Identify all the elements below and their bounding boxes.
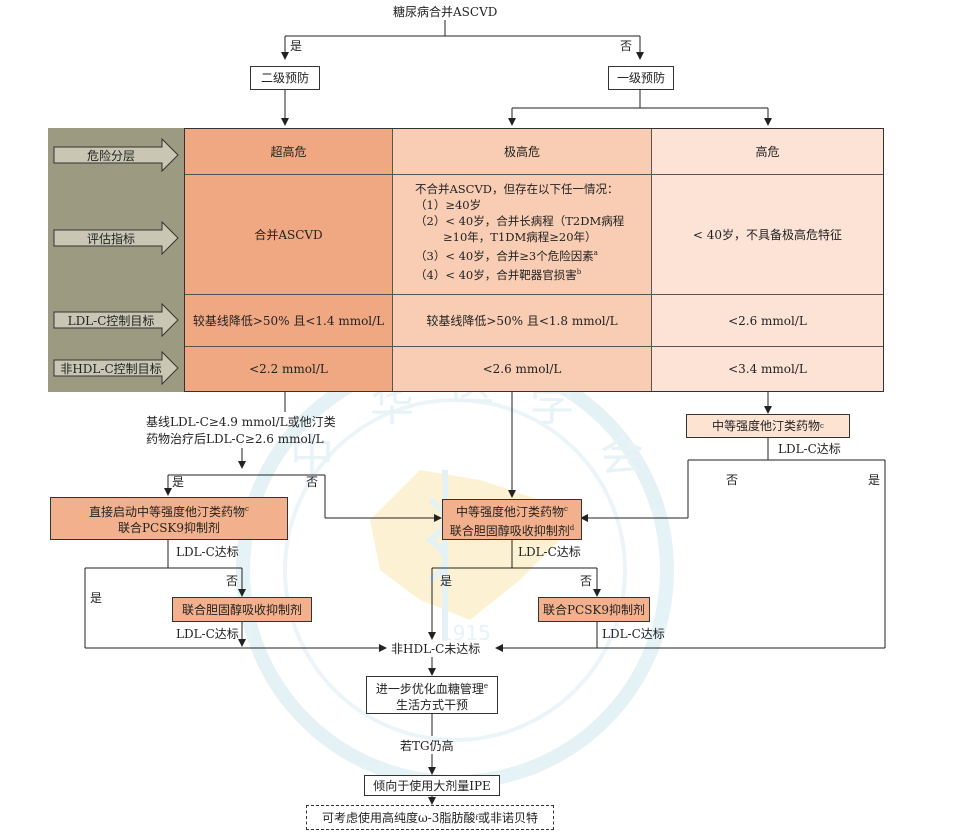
row-label-risk-level: 危险分层 [52,137,180,173]
label-no: 否 [580,574,593,588]
label-no: 否 [726,473,739,487]
arrow-right-icon [53,137,179,173]
arrow-right-icon [53,220,179,256]
condition-line-1: 基线LDL-C≥4.9 mmol/L或他汀类 [146,415,336,429]
label-yes: 是 [90,591,103,605]
watermark-char: 中 [290,430,334,481]
label-yes: 是 [440,574,453,588]
cell-high-risk: 高危 [652,129,883,175]
cell-extreme-criteria: 不合并ASCVD，但存在以下任一情况： （1）≥40岁 （2）< 40岁，合并长… [393,175,652,295]
footnote-d: d [569,523,575,532]
box-statin-ezetimibe: 中等强度他汀类药物c 联合胆固醇吸收抑制剂d [442,499,582,540]
cell-extreme-ldl: 较基线降低>50% 且<1.8 mmol/L [393,295,652,347]
criteria-intro: 不合并ASCVD，但存在以下任一情况： [415,182,619,196]
criteria-item-1: （1）≥40岁 [415,198,482,212]
row-label-panel [48,128,184,392]
box-left-line2: 联合PCSK9抑制剂 [117,521,221,535]
cell-very-high-ldl: 较基线降低>50% 且<1.4 mmol/L [185,295,393,347]
row-label-ldl-target: LDL-C控制目标 [52,302,180,338]
arrow-right-icon [53,302,179,338]
footnote-c: c [820,422,824,430]
box-glucose-lifestyle: 进一步优化血糖管理e 生活方式干预 [366,676,498,714]
tg-high-label: 若TG仍高 [400,739,454,753]
box-statin-pcsk9: 直接启动中等强度他汀类药物c 联合PCSK9抑制剂 [50,497,288,540]
primary-prevention-box: 一级预防 [608,66,674,90]
row-label-text: 评估指标 [86,231,135,246]
cell-extreme-risk: 极高危 [393,129,652,175]
cell-high-criteria: < 40岁，不具备极高危特征 [652,175,883,295]
row-label-nonhdl-target: 非HDL-C控制目标 [52,350,180,386]
box-add-ezetimibe: 联合胆固醇吸收抑制剂 [172,597,312,622]
cell-very-high-nonhdl: <2.2 mmol/L [185,347,393,391]
cell-high-nonhdl: <3.4 mmol/L [652,347,883,391]
cell-extreme-nonhdl: <2.6 mmol/L [393,347,652,391]
label-yes: 是 [868,473,881,487]
box-high-dose-ipe: 倾向于使用大剂量IPE [364,775,500,796]
condition-line-2: 药物治疗后LDL-C≥2.6 mmol/L [146,432,324,446]
title-diabetes-ascvd: 糖尿病合并ASCVD [393,5,498,19]
cell-very-high-risk: 超高危 [185,129,393,175]
criteria-item-3: （3）< 40岁，合并≥3个危险因素a [415,245,651,264]
box-omega-line-b: 或非诺贝特 [478,810,539,825]
criteria-item-2b: ≥10年，T1DM病程≥20年） [443,230,597,244]
footnote-c: c [564,504,568,513]
ldl-target-label: LDL-C达标 [518,545,581,559]
box-omega-line-a: 可考虑使用高纯度ω-3脂肪酸 [321,810,476,825]
criteria-item-3-text: （3）< 40岁，合并≥3个危险因素 [415,248,594,263]
box-mid-line1: 中等强度他汀类药物 [456,504,565,519]
criteria-item-4-text: （4）< 40岁，合并靶器官损害 [415,267,577,282]
label-yes: 是 [172,475,185,489]
watermark-char: 会 [600,430,644,481]
box-left-line1: 直接启动中等强度他汀类药物 [89,505,246,519]
label-yes: 是 [290,39,303,53]
box-right-text: 中等强度他汀类药物 [712,419,821,433]
footnote-e: e [483,681,489,690]
label-no: 否 [620,39,633,53]
risk-table [184,128,884,392]
box-glucose-line1: 进一步优化血糖管理 [375,681,484,696]
footnote-b: b [576,267,582,276]
ldl-target-label: LDL-C达标 [778,442,841,456]
row-label-text: 非HDL-C控制目标 [60,361,162,376]
ldl-target-label: LDL-C达标 [602,627,665,641]
footnote-f: f [475,813,479,822]
ldl-target-label: LDL-C达标 [176,545,239,559]
row-label-text: 危险分层 [86,148,135,163]
criteria-item-4: （4）< 40岁，合并靶器官损害b [415,264,651,283]
ldl-target-label: LDL-C达标 [176,627,239,641]
cell-very-high-criteria: 合并ASCVD [185,175,393,295]
arrow-right-icon [53,350,179,386]
cell-high-ldl: <2.6 mmol/L [652,295,883,347]
box-glucose-line2: 生活方式干预 [395,697,468,712]
nonhdl-not-met-label: 非HDL-C未达标 [389,641,483,657]
box-mid-line2: 联合胆固醇吸收抑制剂 [449,523,570,538]
footnote-a: a [593,249,598,257]
box-add-pcsk9: 联合PCSK9抑制剂 [538,597,650,622]
row-label-criteria: 评估指标 [52,220,180,256]
footnote-c: c [245,505,249,513]
criteria-item-2a: （2）< 40岁，合并长病程（T2DM病程 [415,214,625,228]
label-no: 否 [306,475,319,489]
secondary-prevention-box: 二级预防 [250,66,320,90]
row-label-text: LDL-C控制目标 [67,313,155,328]
label-no: 否 [226,574,239,588]
